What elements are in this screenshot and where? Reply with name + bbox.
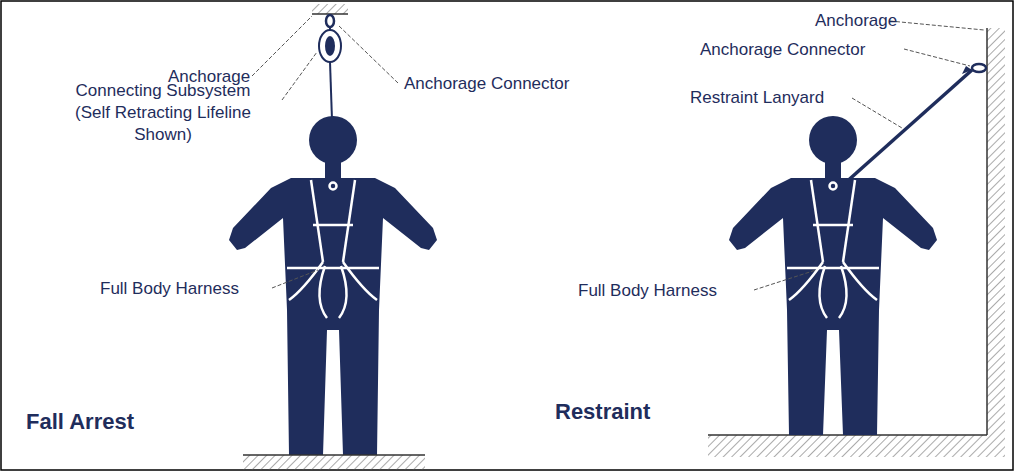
part-label: Anchorage Connector [404, 73, 569, 95]
wall-line [986, 28, 988, 435]
worker-figure [229, 116, 437, 455]
anchorage-connector [972, 64, 986, 72]
floor-hatch [708, 435, 1005, 457]
self-retracting-lifeline [319, 30, 341, 62]
wall-hatch [987, 28, 1005, 435]
part-label: Anchorage [815, 10, 897, 32]
part-label: Anchorage Connector [700, 39, 865, 61]
part-label: Restraint Lanyard [690, 87, 824, 109]
worker-figure [729, 116, 937, 435]
figure-title: Restraint [555, 398, 650, 427]
part-label: Full Body Harness [578, 280, 717, 302]
leader-lines [252, 16, 984, 290]
floor-hatch [243, 455, 425, 470]
part-label: Connecting Subsystem (Self Retracting Li… [56, 80, 270, 146]
figure-title: Fall Arrest [26, 408, 134, 437]
restraint-lanyard [844, 70, 972, 184]
srl-drum [325, 36, 335, 56]
lanyard-hook [962, 66, 972, 74]
lifeline [330, 62, 332, 120]
ceiling-hatch [312, 4, 348, 14]
floor-line [243, 454, 425, 456]
anchorage-connector [326, 15, 334, 27]
part-label: Full Body Harness [100, 278, 239, 300]
